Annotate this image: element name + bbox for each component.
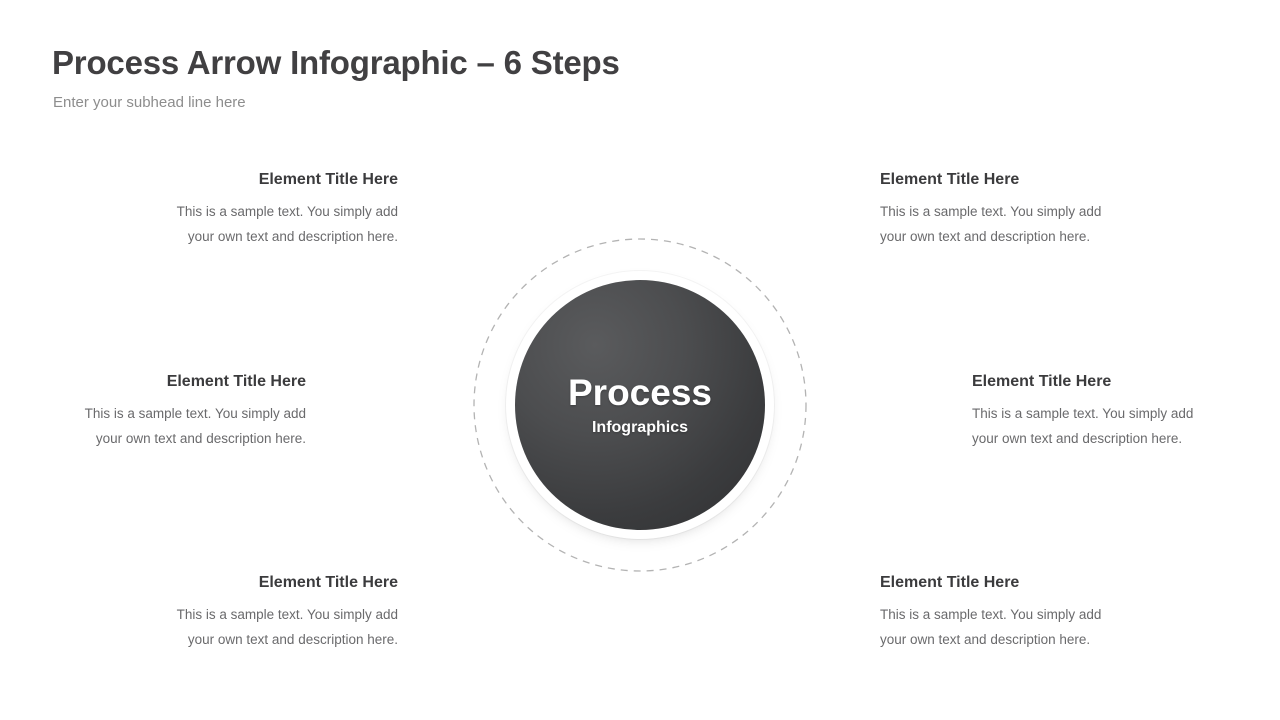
step-title: Element Title Here (880, 171, 1020, 188)
step-desc-line-1: This is a sample text. You simply add (176, 204, 398, 220)
text-block-step-5: Element Title Here This is a sample text… (148, 573, 398, 653)
step-desc-line-1: This is a sample text. You simply add (880, 607, 1102, 623)
step-desc-line-2: your own text and description here. (880, 632, 1091, 648)
guide-circle (473, 238, 807, 572)
step-desc-line-1: This is a sample text. You simply add (972, 406, 1194, 422)
step-desc-line-1: This is a sample text. You simply add (84, 406, 306, 422)
step-desc-line-1: This is a sample text. You simply add (880, 204, 1102, 220)
step-desc-line-2: your own text and description here. (187, 632, 398, 648)
text-block-step-3: Element Title Here This is a sample text… (972, 372, 1222, 452)
step-desc-line-2: your own text and description here. (187, 229, 398, 245)
text-block-step-4: Element Title Here This is a sample text… (880, 573, 1130, 653)
step-desc-line-2: your own text and description here. (972, 431, 1183, 447)
text-block-step-2: Element Title Here This is a sample text… (880, 170, 1130, 250)
step-desc-line-1: This is a sample text. You simply add (176, 607, 398, 623)
step-title: Element Title Here (258, 574, 398, 591)
step-title: Element Title Here (972, 373, 1112, 390)
text-block-step-1: Element Title Here This is a sample text… (148, 170, 398, 250)
center-title: Process (568, 372, 712, 413)
center-circle[interactable]: Process Infographics (515, 280, 765, 530)
page-subhead: Enter your subhead line here (53, 94, 246, 111)
step-title: Element Title Here (258, 171, 398, 188)
step-desc-line-2: your own text and description here. (95, 431, 306, 447)
step-title: Element Title Here (166, 373, 306, 390)
text-block-step-6: Element Title Here This is a sample text… (56, 372, 306, 452)
step-title: Element Title Here (880, 574, 1020, 591)
page-title: Process Arrow Infographic – 6 Steps (52, 44, 620, 81)
center-subtitle: Infographics (591, 419, 688, 436)
step-desc-line-2: your own text and description here. (880, 229, 1091, 245)
